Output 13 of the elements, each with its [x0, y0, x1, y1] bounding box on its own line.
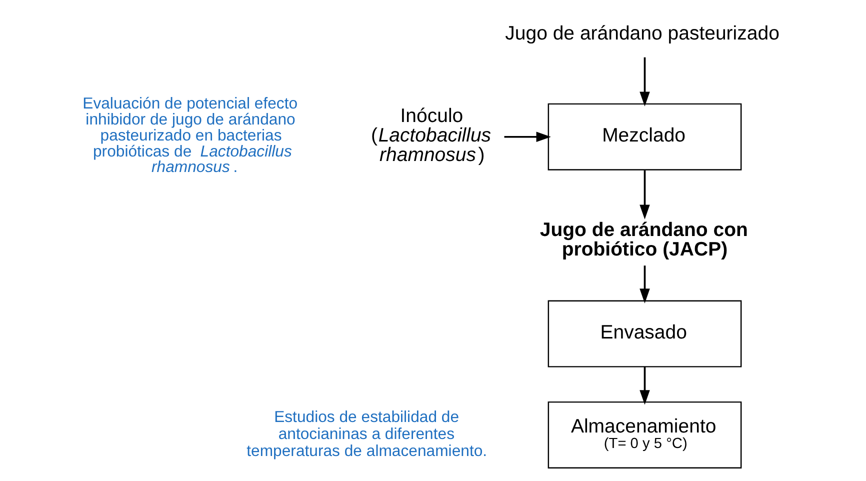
node-text: Inóculo (Lactobacillus rhamnosus): [370, 104, 491, 166]
node-box: Envasado: [547, 300, 742, 368]
arrow: [639, 366, 650, 405]
node-box: Mezclado: [547, 103, 742, 170]
node-text: Jugo de arándano con probiótico (JACP): [539, 218, 748, 260]
label: Estudios de estabilidad de antocianinas a diferentes temperaturas de almacenamiento.: [246, 409, 487, 460]
label: Evaluación de potencial efecto inhibidor de jugo de arándano pasteurizado en bacterias probióticas de Lactobacillus rhamnosus.: [82, 96, 298, 176]
arrow: [639, 170, 650, 220]
arrow: [504, 132, 550, 142]
arrow: [639, 266, 650, 304]
arrow: [639, 57, 650, 106]
node-text: Jugo de arándano pasteurizado: [504, 22, 779, 45]
node-box: Almacenamiento (T= 0 y 5 °C): [547, 401, 742, 469]
